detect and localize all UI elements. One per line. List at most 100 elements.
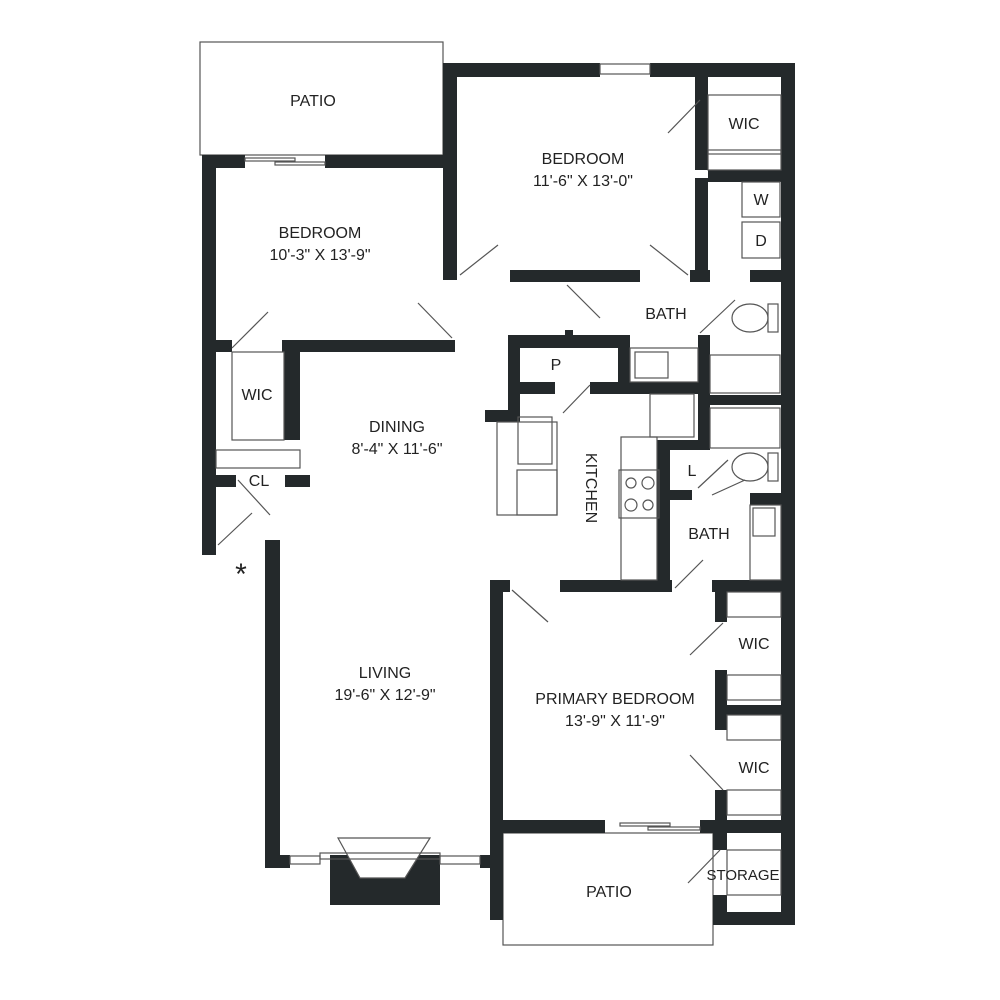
wall	[265, 540, 280, 868]
swing-door	[674, 559, 704, 589]
wall	[618, 335, 630, 394]
swing-door	[237, 479, 271, 516]
wall	[282, 340, 455, 352]
swing-door	[687, 849, 721, 884]
range-burner	[641, 476, 655, 490]
wall	[284, 340, 300, 440]
label-washer: W	[753, 192, 769, 209]
entry-marker: *	[235, 558, 247, 591]
label-patio-top: PATIO	[290, 93, 336, 110]
swing-door	[689, 754, 724, 791]
swing-door	[699, 299, 736, 334]
range-burner	[625, 477, 637, 489]
swing-door	[459, 244, 499, 276]
label-wic: WIC	[738, 760, 769, 777]
wall	[708, 170, 781, 182]
fixture	[709, 354, 781, 394]
swing-door	[562, 384, 591, 414]
swing-door	[711, 479, 746, 496]
toilet-bowl	[731, 452, 769, 482]
fireplace	[330, 837, 440, 905]
wall	[508, 335, 630, 348]
fixture	[231, 351, 285, 441]
label-bath: BATH	[645, 306, 686, 323]
size-primary-bedroom: 13'-9" X 11'-9"	[565, 713, 665, 730]
label-storage: STORAGE	[706, 867, 779, 884]
fixture	[726, 849, 782, 896]
label-closet: CL	[249, 473, 270, 490]
fixture	[752, 507, 776, 537]
swing-door	[689, 622, 724, 656]
fixture	[767, 303, 779, 333]
wall	[715, 592, 727, 622]
fixture	[618, 469, 660, 519]
wall	[485, 410, 520, 422]
size-dining: 8'-4" X 11'-6"	[352, 441, 443, 458]
sliding-door	[244, 157, 296, 162]
fixture	[726, 789, 782, 816]
sliding-door	[619, 822, 671, 827]
range-burner	[624, 498, 638, 512]
wall	[657, 440, 710, 450]
label-bedroom-left: BEDROOM	[279, 225, 362, 242]
fixture	[726, 591, 782, 618]
window	[439, 855, 481, 865]
wall	[443, 63, 600, 77]
fixture	[215, 449, 301, 469]
toilet-bowl	[731, 303, 769, 333]
fixture	[741, 181, 781, 218]
wall	[216, 475, 236, 487]
fixture	[496, 421, 558, 516]
swing-door	[217, 512, 253, 546]
label-wic: WIC	[728, 116, 759, 133]
fixture	[741, 221, 781, 259]
wall	[690, 270, 710, 282]
wall	[565, 330, 573, 338]
window	[599, 63, 651, 75]
size-living: 19'-6" X 12'-9"	[334, 687, 435, 704]
label-bath: BATH	[688, 526, 729, 543]
wall	[712, 580, 795, 592]
fixture	[749, 504, 782, 581]
wall	[715, 670, 727, 730]
wall	[520, 382, 555, 394]
wall	[490, 580, 510, 592]
wall	[750, 493, 795, 505]
wall	[325, 155, 457, 168]
fixture	[726, 674, 782, 701]
fixture	[517, 416, 553, 465]
window	[289, 855, 321, 865]
label-wic: WIC	[241, 387, 272, 404]
wall	[216, 340, 232, 352]
wall	[285, 475, 310, 487]
wall	[698, 335, 710, 450]
wall	[695, 178, 708, 278]
fixture	[629, 347, 699, 383]
fireplace-opening	[336, 837, 432, 879]
fixture	[634, 351, 669, 379]
wall	[508, 335, 520, 422]
wall	[590, 382, 710, 394]
fixture	[726, 714, 782, 741]
wall	[705, 395, 781, 405]
window	[319, 852, 441, 860]
wall	[265, 855, 290, 868]
label-linen: L	[688, 463, 697, 480]
label-bedroom-right: BEDROOM	[542, 151, 625, 168]
wall	[503, 820, 605, 833]
fixture	[707, 94, 782, 171]
swing-door	[649, 244, 689, 276]
fixture	[620, 436, 658, 581]
walls	[202, 63, 795, 925]
fixtures	[215, 94, 782, 896]
wall	[750, 270, 795, 282]
label-patio-bottom: PATIO	[586, 884, 632, 901]
label-living: LIVING	[359, 665, 411, 682]
wall	[695, 77, 708, 170]
wall	[715, 790, 727, 825]
label-dining: DINING	[369, 419, 425, 436]
wall	[713, 912, 795, 925]
wall	[510, 270, 640, 282]
